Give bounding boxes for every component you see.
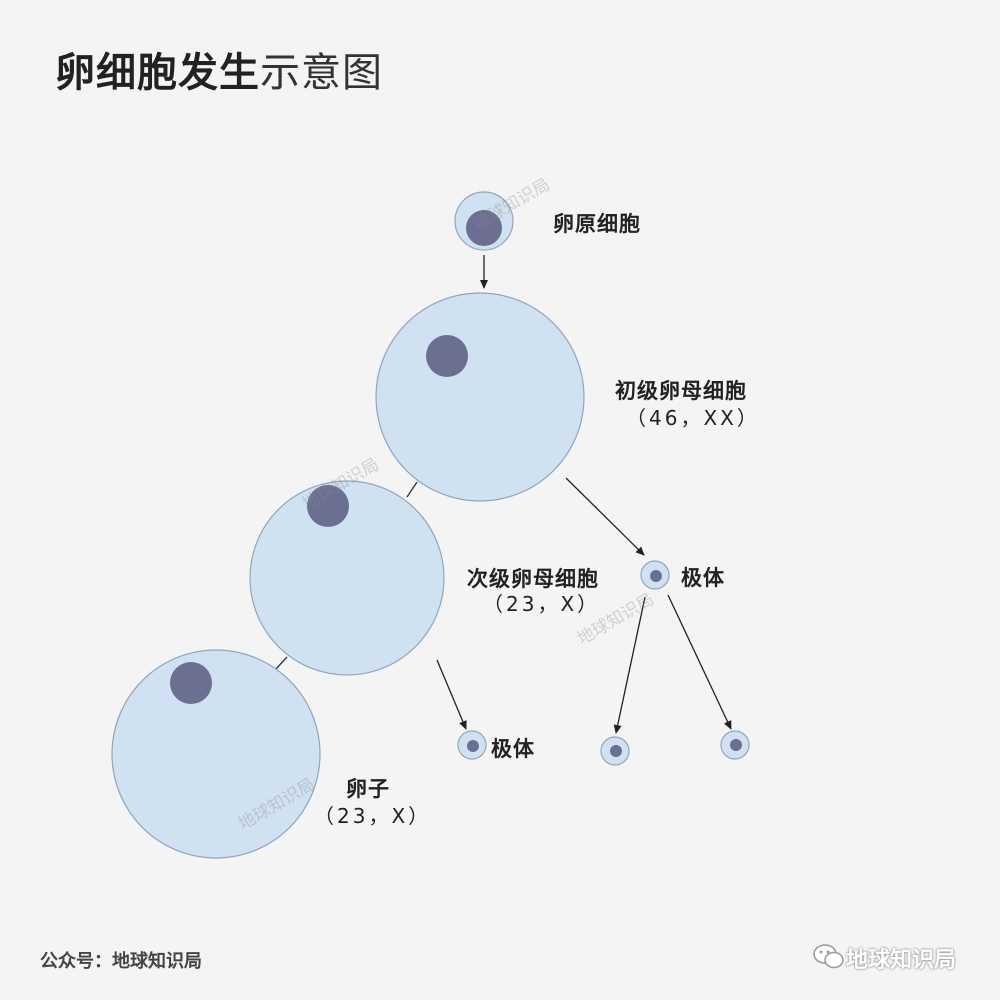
title-light: 示意图: [260, 50, 383, 96]
cell-polar-body-2: [457, 730, 487, 760]
arrow-secondary-polar2: [436, 659, 467, 730]
footer-account: 公众号：地球知识局: [40, 951, 202, 972]
label-primary-oocyte: 初级卵母细胞: [615, 379, 747, 403]
karyotype-egg: （23，X）: [314, 804, 432, 828]
cell-egg: [111, 649, 321, 859]
page-title: 卵细胞发生示意图: [55, 40, 383, 98]
arrow-primary-polar1: [565, 477, 645, 556]
label-secondary-oocyte: 次级卵母细胞: [467, 567, 599, 591]
arrow-polar1-left: [613, 596, 646, 734]
cell-secondary-oocyte: [249, 480, 445, 676]
link-primary-secondary: [406, 481, 418, 498]
link-secondary-egg: [274, 656, 288, 671]
cell-primary-oocyte: [375, 292, 585, 502]
karyotype-secondary-oocyte: （23，X）: [483, 592, 601, 616]
label-polar-body-2: 极体: [491, 737, 535, 761]
cell-polar-body-1: [640, 560, 670, 590]
title-bold: 卵细胞发生: [55, 50, 260, 96]
footer-brand-text: 地球知识局: [846, 948, 957, 973]
label-polar-body-1: 极体: [681, 566, 725, 590]
cell-oogonium: [454, 191, 514, 251]
arrow-polar1-right: [667, 594, 732, 730]
footer-brand: 地球知识局: [846, 942, 956, 974]
karyotype-primary-oocyte: （46，XX）: [626, 406, 760, 430]
label-oogonium: 卵原细胞: [553, 212, 641, 236]
cell-polar-body-4: [720, 730, 750, 760]
label-egg: 卵子: [346, 777, 390, 801]
cell-polar-body-3: [600, 736, 630, 766]
wechat-icon: [813, 944, 844, 969]
